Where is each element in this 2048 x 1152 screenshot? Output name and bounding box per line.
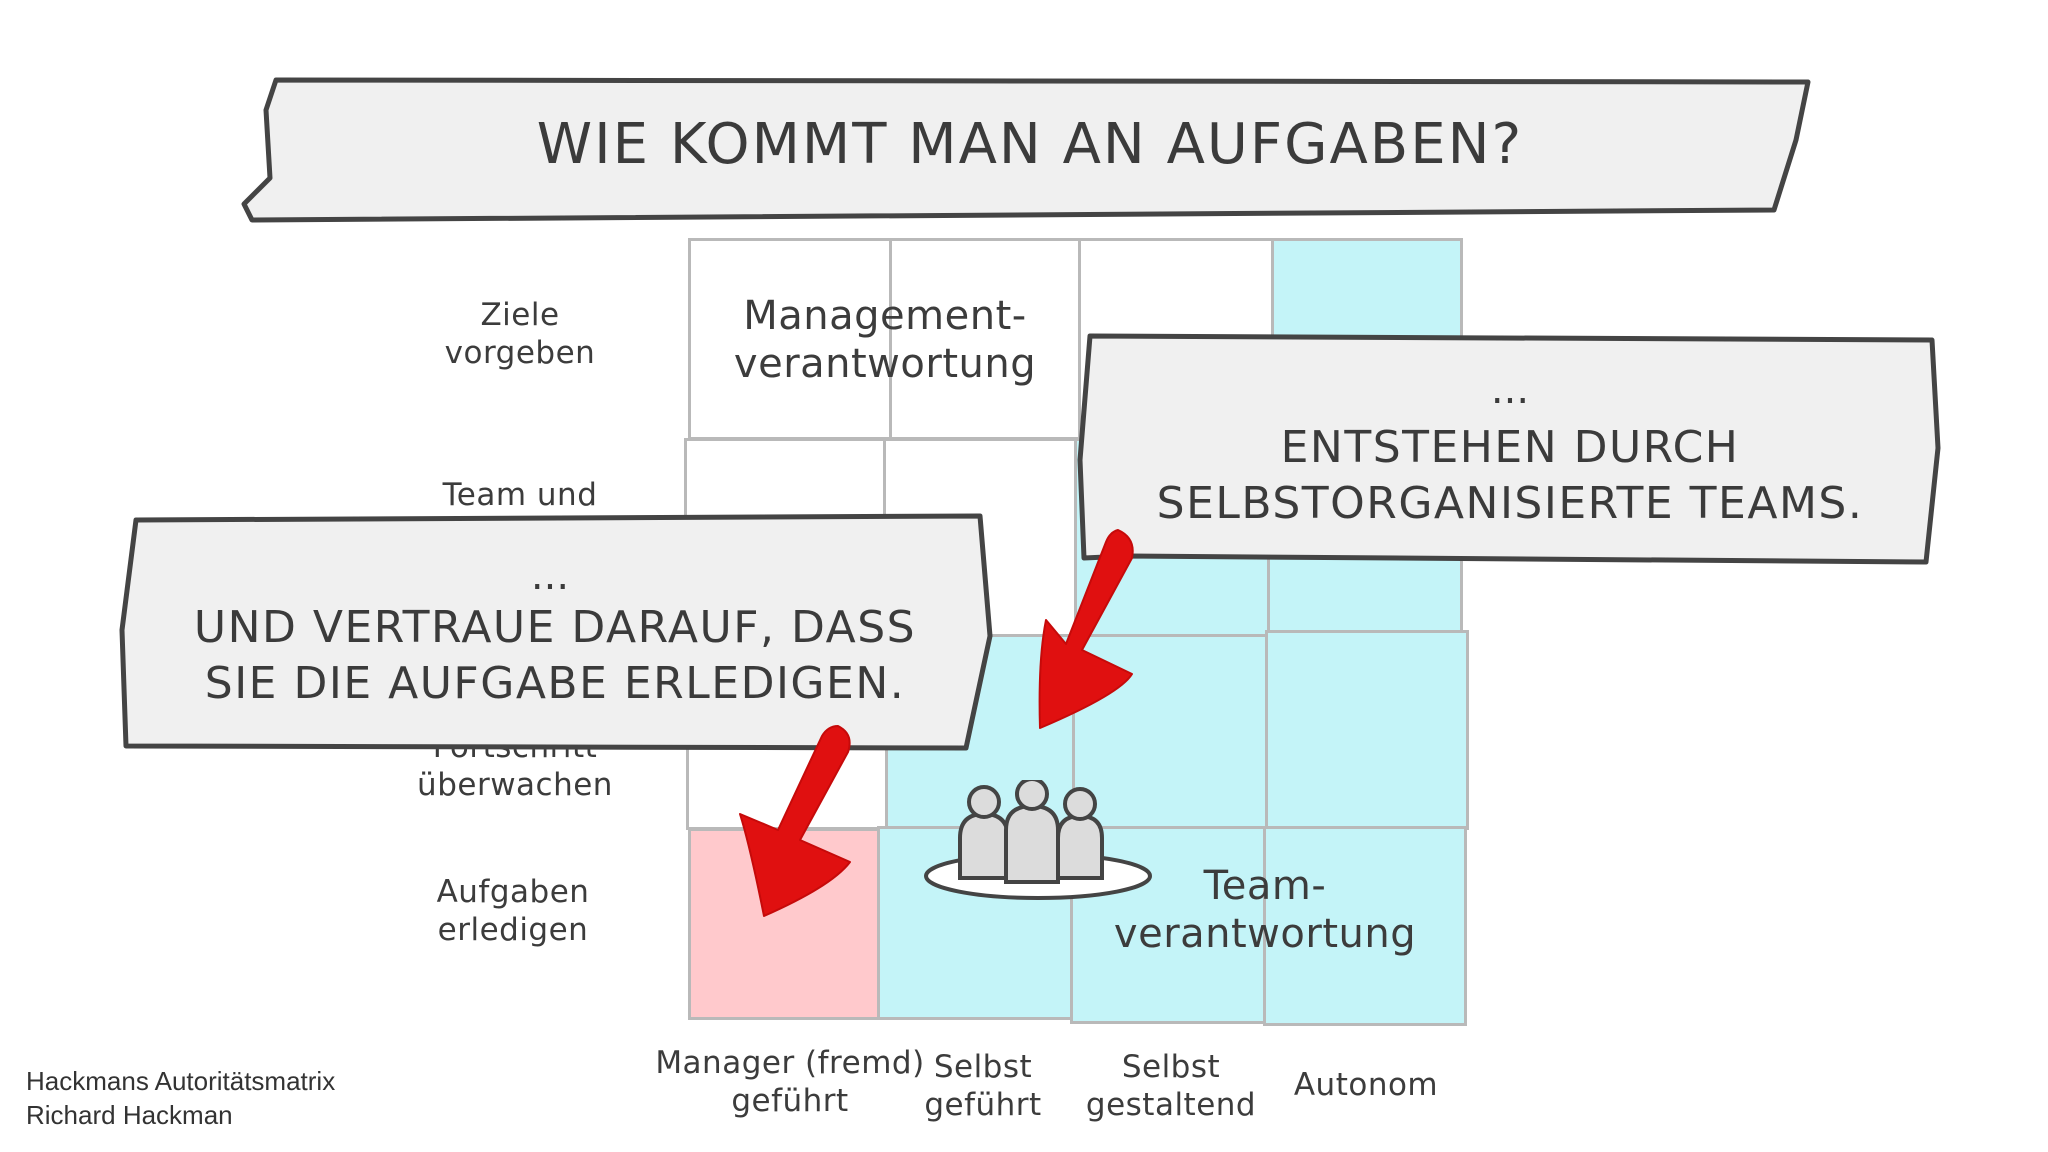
cell-r3-c4: [1265, 630, 1469, 830]
col-label-selbstgefuehrt: Selbst geführt: [924, 1049, 1042, 1123]
col-label-autonom: Autonom: [1293, 1067, 1439, 1103]
callout-left-banner: [119, 513, 993, 751]
row-label-aufgaben: Aufgaben erledigen: [436, 874, 590, 948]
cell-r1-c2: [889, 238, 1081, 440]
page-title: WIE KOMMT MAN AN AUFGABEN?: [536, 112, 1524, 177]
credit-line-1: Hackmans Autoritätsmatrix: [26, 1066, 336, 1096]
arrow-down-left-icon: [1038, 529, 1134, 729]
col-label-selbstgestaltend: Selbst gestaltend: [1085, 1049, 1257, 1123]
callout-left-ellipsis: ...: [530, 553, 570, 599]
col-label-manager: Manager (fremd) geführt: [655, 1045, 925, 1119]
arrow-down-left-icon-2: [739, 725, 851, 917]
area-label-management: Management- verantwortung: [733, 293, 1037, 387]
callout-right-text: ENTSTEHEN DURCH SELBSTORGANISIERTE TEAMS…: [1156, 422, 1864, 529]
row-label-team: Team und: [442, 477, 598, 513]
row-label-ziele: Ziele vorgeben: [444, 297, 596, 371]
title-banner: [241, 77, 1811, 223]
callout-right-banner: [1077, 333, 1941, 565]
team-people-icon: [924, 780, 1152, 900]
callout-left-text: UND VERTRAUE DARAUF, DASS SIE DIE AUFGAB…: [193, 602, 917, 709]
area-label-team: Team- verantwortung: [1113, 863, 1417, 957]
cell-r1-c1: [688, 238, 892, 440]
cell-r4-c4: [1263, 826, 1467, 1026]
credit-line-2: Richard Hackman: [26, 1100, 233, 1130]
callout-right-ellipsis: ...: [1490, 367, 1530, 413]
